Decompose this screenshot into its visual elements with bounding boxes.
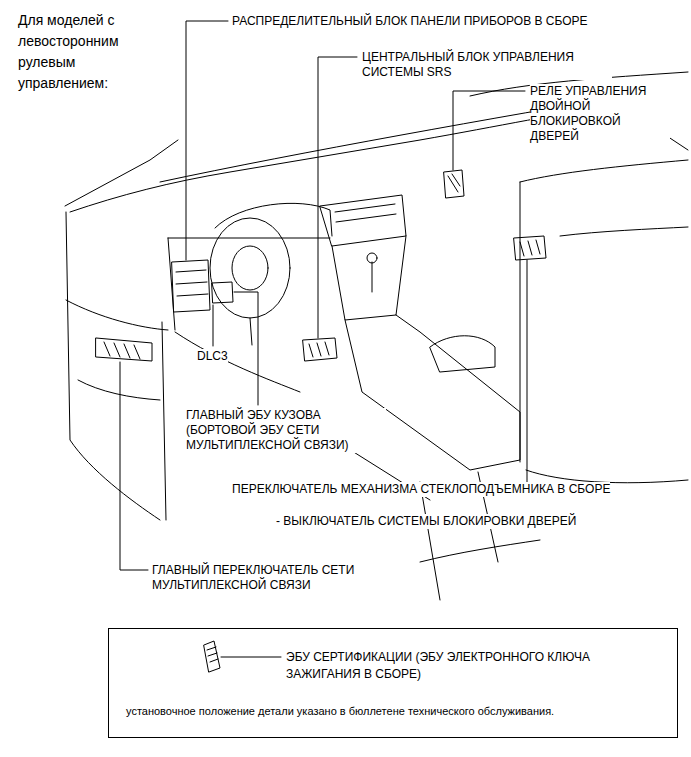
part-label: ЦЕНТРАЛЬНЫЙ БЛОК УПРАВЛЕНИЯ СИСТЕМЫ SRS bbox=[362, 50, 612, 80]
part-label: - ВЫКЛЮЧАТЕЛЬ СИСТЕМЫ БЛОКИРОВКИ ДВЕРЕЙ bbox=[276, 514, 576, 529]
connector-label: DLC3 bbox=[197, 349, 228, 364]
part-label: ГЛАВНЫЙ ПЕРЕКЛЮЧАТЕЛЬ СЕТИ МУЛЬТИПЛЕКСНО… bbox=[152, 563, 392, 593]
note-text: Для моделей с левосторонним рулевым упра… bbox=[18, 10, 136, 94]
part-label: РЕЛЕ УПРАВЛЕНИЯ ДВОЙНОЙ БЛОКИРОВКОЙ ДВЕР… bbox=[530, 84, 670, 144]
part-label: ГЛАВНЫЙ ЭБУ КУЗОВА (БОРТОВОЙ ЭБУ СЕТИ МУ… bbox=[186, 408, 386, 453]
legend-box: ЭБУ СЕРТИФИКАЦИИ (ЭБУ ЭЛЕКТРОННОГО КЛЮЧА… bbox=[108, 628, 678, 738]
note-text: установочное положение детали указано в … bbox=[126, 703, 554, 720]
component-name: ЭБУ СЕРТИФИКАЦИИ (ЭБУ ЭЛЕКТРОННОГО КЛЮЧА… bbox=[286, 649, 666, 683]
part-label: РАСПРЕДЕЛИТЕЛЬНЫЙ БЛОК ПАНЕЛИ ПРИБОРОВ В… bbox=[232, 14, 588, 29]
part-label: ПЕРЕКЛЮЧАТЕЛЬ МЕХАНИЗМА СТЕКЛОПОДЪЕМНИКА… bbox=[232, 482, 610, 497]
